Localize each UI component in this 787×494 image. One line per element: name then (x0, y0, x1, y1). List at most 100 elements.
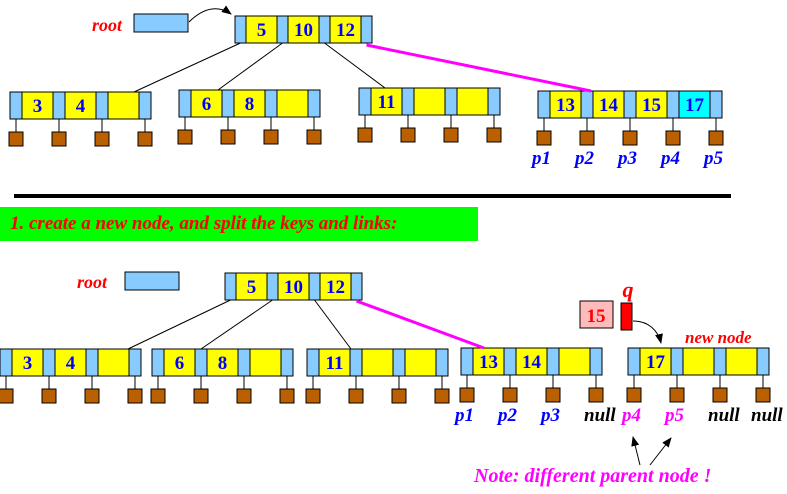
leaf-top-2-child-box (220, 129, 236, 145)
leaf-bottom-3-child-box (348, 388, 364, 404)
leaf-bottom-3-child-box (434, 388, 450, 404)
leaf-top-4-link-label: p2 (573, 148, 595, 169)
leaf-bottom-4-child-box (459, 387, 475, 403)
leaf-top-3-key-slot (413, 87, 446, 116)
leaf-bottom-1-child-box (0, 388, 14, 404)
root-label-top: root (92, 15, 123, 35)
leaf-top-1-pointer-slot (52, 91, 66, 120)
root-node-bottom-key-slot (319, 272, 352, 301)
root-node-top-pointer-slot (360, 15, 373, 44)
new-node-link-label: null (708, 405, 740, 426)
root-node-bottom-pointer-slot (266, 272, 279, 301)
root-pointer-bottom (124, 271, 180, 291)
leaf-bottom-2-pointer-slot (194, 348, 208, 377)
leaf-top-4-link-label: p1 (530, 148, 551, 169)
leaf-top-3-pointer-slot (444, 87, 458, 116)
leaf-top-2-pointer-slot (264, 89, 278, 118)
new-node-link-label: null (751, 405, 783, 426)
q-arrow (632, 320, 663, 344)
root-node-bottom-key: 10 (284, 277, 303, 298)
leaf-top-1-key: 4 (76, 96, 86, 117)
leaf-bottom-4-pointer-slot (503, 347, 517, 376)
root-node-bottom-pointer-slot (308, 272, 321, 301)
parent-link-bottom-2 (200, 299, 273, 350)
leaf-top-4-child-box (708, 130, 724, 146)
root-node-top-pointer-slot (318, 15, 331, 44)
new-node-pointer-slot (713, 347, 727, 376)
leaf-top-1-key-slot (107, 91, 140, 120)
leaf-top-1-child-box (137, 131, 153, 147)
leaf-bottom-2-pointer-slot (151, 348, 165, 377)
leaf-top-2-child-box (263, 129, 279, 145)
root-node-bottom-pointer-slot (350, 272, 363, 301)
leaf-top-2-pointer-slot (178, 89, 192, 118)
leaf-top-2-key-slot (276, 89, 309, 118)
leaf-bottom-1-pointer-slot (42, 348, 56, 377)
leaf-bottom-4-link-label: p2 (496, 405, 518, 426)
leaf-top-4-link-label: p4 (659, 148, 680, 169)
leaf-top-3-pointer-slot (401, 87, 415, 116)
leaf-top-3-pointer-slot (487, 87, 501, 116)
new-node-key-slot (725, 347, 758, 376)
leaf-top-4-pointer-slot (580, 90, 594, 119)
leaf-bottom-2-key-slot (249, 348, 282, 377)
new-node-child-box (712, 387, 728, 403)
new-node-label: new node (685, 328, 752, 347)
leaf-bottom-4-child-box (545, 387, 561, 403)
leaf-bottom-1-child-box (127, 388, 143, 404)
leaf-bottom-1-child-box (84, 388, 100, 404)
new-node-link-label: p5 (663, 405, 685, 426)
step-banner-text: 1. create a new node, and split the keys… (10, 213, 398, 234)
leaf-top-3-key: 11 (378, 92, 396, 113)
promoted-key-box (579, 300, 614, 329)
leaf-bottom-2-key: 6 (175, 353, 185, 374)
new-node-child-box (755, 387, 771, 403)
new-node-pointer-slot (670, 347, 684, 376)
leaf-bottom-2-key-slot (206, 348, 239, 377)
leaf-top-3-pointer-slot (358, 87, 372, 116)
leaf-top-4-link-label: p3 (616, 148, 637, 169)
parent-link-top-3 (324, 42, 386, 89)
new-node-key-slot (682, 347, 715, 376)
leaf-top-4-key-slot (635, 90, 668, 119)
leaf-top-3-key-slot (456, 87, 489, 116)
leaf-bottom-3-pointer-slot (435, 348, 449, 377)
new-node-pointer-slot (756, 347, 770, 376)
root-label-bottom: root (77, 272, 108, 292)
leaf-bottom-1-key-slot (54, 348, 87, 377)
leaf-bottom-3-key: 11 (326, 353, 344, 374)
leaf-top-1-pointer-slot (138, 91, 152, 120)
leaf-top-2-child-box (177, 129, 193, 145)
leaf-bottom-2-child-box (236, 388, 252, 404)
leaf-bottom-1-pointer-slot (128, 348, 142, 377)
leaf-bottom-4-key-slot (558, 347, 591, 376)
leaf-top-1-child-box (8, 131, 24, 147)
parent-link-top-2 (217, 42, 283, 91)
root-node-top-key: 10 (294, 20, 313, 41)
new-node-pointer-slot (627, 347, 641, 376)
leaf-bottom-2-child-box (279, 388, 295, 404)
leaf-bottom-1-key-slot (11, 348, 44, 377)
leaf-top-1-key-slot (21, 91, 54, 120)
leaf-bottom-2-key-slot (163, 348, 196, 377)
leaf-top-1-pointer-slot (9, 91, 23, 120)
leaf-top-4-key: 14 (599, 95, 619, 116)
leaf-top-3-child-box (357, 127, 373, 143)
leaf-bottom-3-child-box (305, 388, 321, 404)
leaf-top-4-key: 15 (642, 95, 661, 116)
leaf-bottom-3-pointer-slot (306, 348, 320, 377)
root-pointer-top (133, 13, 189, 33)
leaf-bottom-4-key-slot (515, 347, 548, 376)
leaf-top-4-key: 17 (685, 95, 705, 116)
leaf-top-2-child-box (306, 129, 322, 145)
root-node-bottom-pointer-slot (224, 272, 237, 301)
leaf-top-4-link-label: p5 (702, 148, 724, 169)
leaf-bottom-3-key-slot (361, 348, 394, 377)
root-node-top-key: 12 (336, 20, 355, 41)
root-arrow-top (188, 5, 232, 23)
leaf-bottom-3-pointer-slot (392, 348, 406, 377)
leaf-bottom-2-child-box (193, 388, 209, 404)
leaf-bottom-1-child-box (41, 388, 57, 404)
leaf-bottom-4-pointer-slot (546, 347, 560, 376)
